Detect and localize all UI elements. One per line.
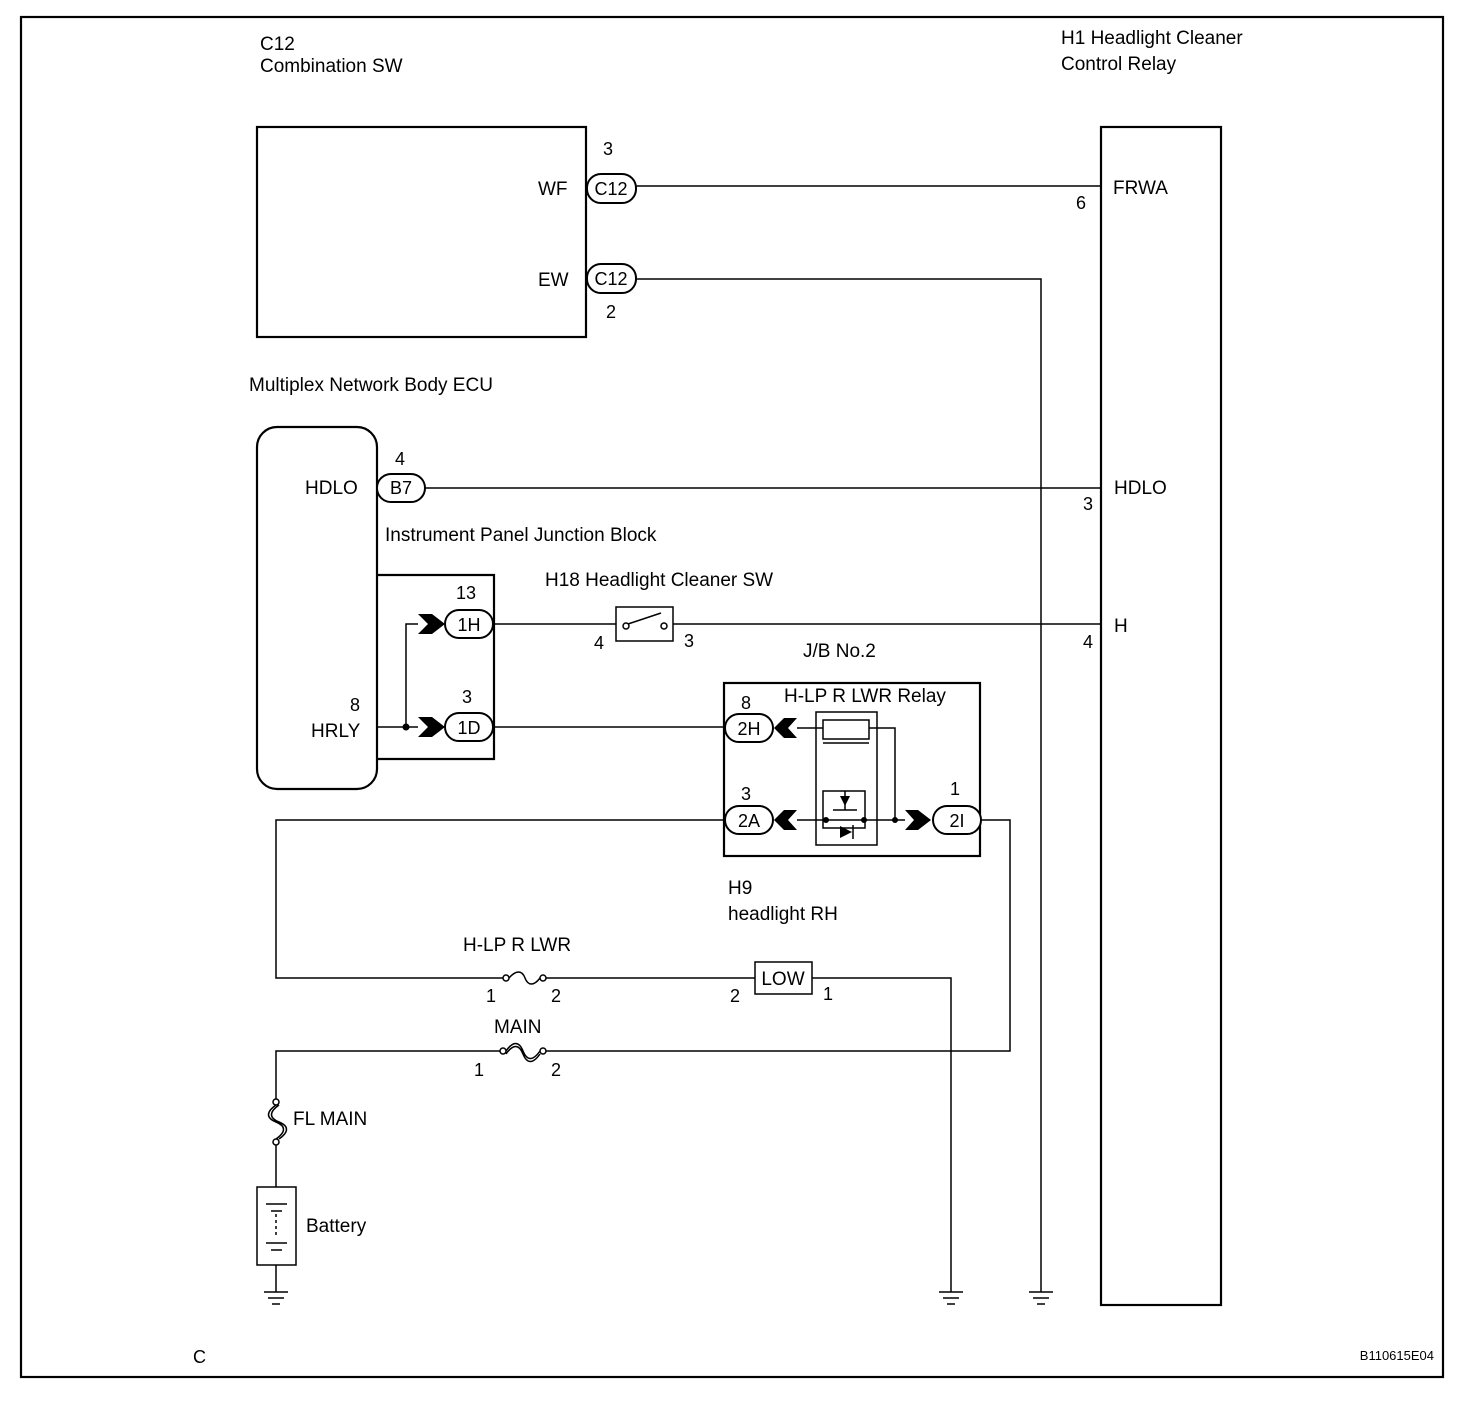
connector-1d-label: 1D bbox=[457, 718, 480, 738]
fuse-hlp-left-terminal bbox=[502, 974, 510, 982]
fl-main-name: FL MAIN bbox=[293, 1109, 367, 1130]
wire-low-ground bbox=[812, 977, 952, 1292]
ground-icon-ew bbox=[1029, 1291, 1053, 1305]
pin-low-right: 1 bbox=[823, 984, 833, 1004]
fl-main-icon bbox=[267, 1104, 288, 1140]
combination-sw-box bbox=[255, 125, 588, 339]
connector-2h-label: 2H bbox=[737, 719, 760, 739]
diagram-frame bbox=[19, 15, 1445, 1379]
battery-name: Battery bbox=[306, 1216, 367, 1237]
jb2-box bbox=[722, 681, 982, 858]
pin-h: 4 bbox=[1083, 632, 1093, 652]
pin-1d: 3 bbox=[462, 687, 472, 707]
sw-contact-right bbox=[660, 622, 668, 630]
connector-c12-top-label: C12 bbox=[594, 179, 627, 199]
pin-b7: 4 bbox=[395, 449, 405, 469]
fuse-hlp-right-terminal bbox=[539, 974, 547, 982]
chevron-1d bbox=[418, 717, 445, 737]
relay-node-right bbox=[892, 817, 898, 823]
pin-sw-left: 4 bbox=[594, 633, 604, 653]
relay-title-line2: Control Relay bbox=[1061, 54, 1177, 75]
relay-node-mid bbox=[861, 817, 867, 823]
relay-node-left bbox=[823, 817, 829, 823]
diode-icon bbox=[840, 826, 852, 838]
ecu-name: Multiplex Network Body ECU bbox=[249, 375, 493, 396]
combination-sw-code: C12 bbox=[260, 34, 295, 55]
figure-id: B110615E04 bbox=[1360, 1348, 1434, 1363]
terminal-h: H bbox=[1114, 616, 1128, 637]
hlp-relay-body bbox=[815, 711, 878, 846]
combination-sw-name: Combination SW bbox=[260, 56, 403, 77]
ground-icon-low bbox=[939, 1291, 963, 1305]
chevron-2i bbox=[905, 810, 931, 830]
jb2-name: J/B No.2 bbox=[803, 641, 876, 662]
fl-main-top-terminal bbox=[272, 1098, 280, 1106]
pin-fuse2-left: 1 bbox=[474, 1060, 484, 1080]
ipjb-box bbox=[377, 573, 496, 761]
pin-2i: 1 bbox=[950, 779, 960, 799]
wire-jb-jumper bbox=[405, 623, 418, 727]
connector-1h-label: 1H bbox=[457, 615, 480, 635]
pin-2a: 3 bbox=[741, 784, 751, 804]
connector-2a-label: 2A bbox=[738, 811, 760, 831]
wire-2a-fuse bbox=[275, 819, 725, 979]
fuse-main-name: MAIN bbox=[494, 1017, 542, 1038]
fl-main-bottom-terminal bbox=[272, 1138, 280, 1146]
sw-blade bbox=[627, 612, 662, 625]
pin-1h: 13 bbox=[456, 583, 476, 603]
terminal-ew: EW bbox=[538, 270, 569, 291]
terminal-frwa: FRWA bbox=[1113, 178, 1168, 199]
ipjb-name: Instrument Panel Junction Block bbox=[385, 525, 657, 546]
hlp-relay-name: H-LP R LWR Relay bbox=[784, 686, 946, 707]
pin-wf: 3 bbox=[603, 139, 613, 159]
relay-wire-coil-out bbox=[869, 727, 896, 820]
pin-fuse1-right: 2 bbox=[551, 986, 561, 1006]
chevron-1h bbox=[418, 614, 445, 634]
connector-2i-label: 2I bbox=[949, 811, 964, 831]
connector-b7-label: B7 bbox=[390, 478, 412, 498]
ground-icon-battery bbox=[264, 1291, 288, 1305]
chevron-2h bbox=[774, 718, 797, 738]
fuse-main-left-terminal bbox=[499, 1047, 507, 1055]
pin-hdlo-relay: 3 bbox=[1083, 494, 1093, 514]
low-beam-label: LOW bbox=[761, 969, 804, 990]
sw-contact-left bbox=[622, 622, 630, 630]
connector-c12-top bbox=[586, 173, 637, 204]
relay-title: H1 Headlight Cleaner bbox=[1061, 28, 1243, 49]
fuse-hlp-name: H-LP R LWR bbox=[463, 935, 571, 956]
terminal-hdlo-relay: HDLO bbox=[1114, 478, 1167, 499]
pin-frwa: 6 bbox=[1076, 193, 1086, 213]
ecu-box bbox=[255, 425, 379, 791]
pin-fuse1-left: 1 bbox=[486, 986, 496, 1006]
cleaner-control-relay-box bbox=[1099, 125, 1223, 1307]
splice-dot bbox=[402, 723, 410, 731]
wire-main-battery bbox=[275, 1050, 500, 1099]
relay-coil-icon bbox=[822, 719, 870, 740]
headlight-name: headlight RH bbox=[728, 904, 838, 925]
pin-fuse2-right: 2 bbox=[551, 1060, 561, 1080]
wire-ew-ground bbox=[636, 278, 1042, 1292]
pin-low-left: 2 bbox=[730, 986, 740, 1006]
chevron-2a bbox=[774, 810, 797, 830]
cleaner-sw-name: H18 Headlight Cleaner SW bbox=[545, 570, 773, 591]
connector-2h bbox=[724, 713, 774, 743]
corner-letter: C bbox=[193, 1347, 206, 1367]
fuse-main-right-terminal bbox=[539, 1047, 547, 1055]
connector-c12-bottom-label: C12 bbox=[594, 269, 627, 289]
pin-2h: 8 bbox=[741, 693, 751, 713]
terminal-hrly: HRLY bbox=[311, 721, 361, 742]
wire-2i-main bbox=[546, 819, 1011, 1052]
pin-hrly: 8 bbox=[350, 695, 360, 715]
pin-ew: 2 bbox=[606, 302, 616, 322]
terminal-wf: WF bbox=[538, 179, 568, 200]
fuse-main-icon bbox=[505, 1042, 541, 1063]
fuse-hlp-icon bbox=[508, 971, 541, 985]
terminal-hdlo-ecu: HDLO bbox=[305, 478, 358, 499]
headlight-code: H9 bbox=[728, 878, 752, 899]
pin-sw-right: 3 bbox=[684, 631, 694, 651]
